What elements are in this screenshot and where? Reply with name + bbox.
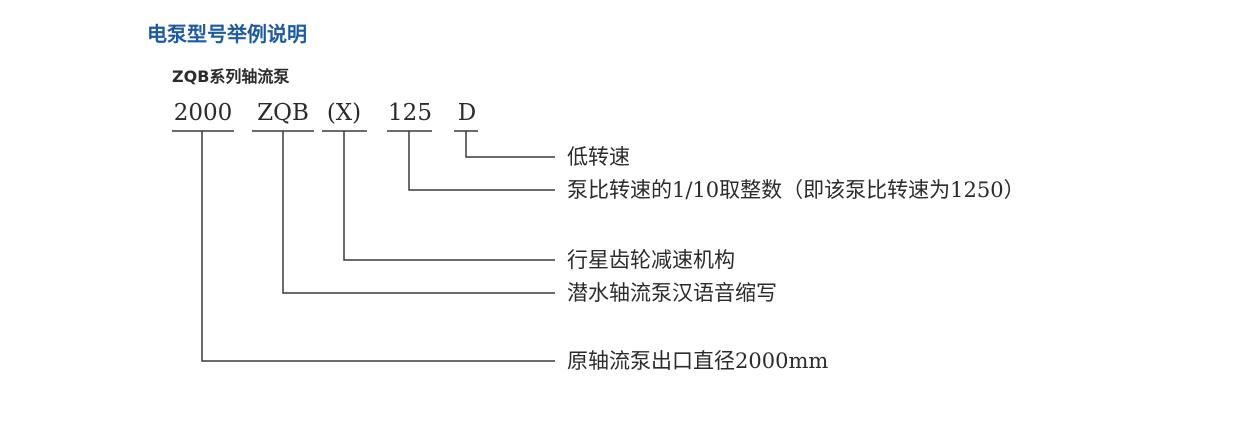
leader-specific-speed — [408, 131, 555, 191]
leader-planetary-gear — [343, 131, 555, 261]
leader-outlet-diameter — [201, 131, 555, 362]
desc-low-speed: 低转速 — [567, 145, 630, 169]
desc-specific-speed: 泵比转速的1/10取整数（即该泵比转速为1250） — [567, 178, 1025, 202]
desc-submersible-abbr: 潜水轴流泵汉语音缩写 — [567, 281, 777, 305]
desc-outlet-diameter: 原轴流泵出口直径2000mm — [567, 349, 829, 373]
page-title: 电泵型号举例说明 — [147, 22, 307, 46]
model-code-speed: 125 — [388, 100, 432, 126]
model-code-type: ZQB — [257, 100, 309, 126]
leader-lines — [201, 131, 555, 362]
leader-submersible — [282, 131, 555, 294]
desc-planetary-gear: 行星齿轮减速机构 — [567, 248, 735, 272]
model-code-low-speed: D — [457, 100, 477, 126]
series-subtitle: ZQB系列轴流泵 — [172, 67, 290, 86]
model-code-diameter: 2000 — [173, 100, 233, 126]
leader-low-speed — [465, 131, 555, 158]
model-code-gear: (X) — [326, 100, 362, 126]
